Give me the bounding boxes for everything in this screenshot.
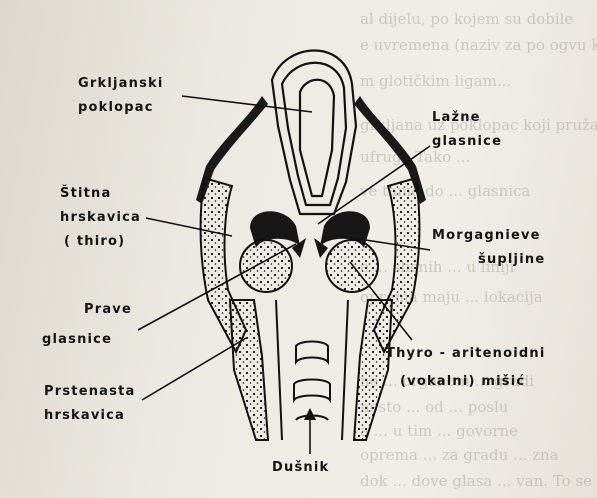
label-line: Dušnik: [272, 460, 329, 476]
label-thyroid-cartilage: Štitna hrskavica ( thiro): [60, 186, 141, 250]
label-morgagni-ventricles: Morgagnieve šupljine: [432, 228, 545, 268]
label-line: Grkljanski: [78, 76, 164, 92]
label-line: hrskavica: [44, 408, 135, 424]
label-false-vocal-cords: Lažne glasnice: [432, 110, 502, 150]
thyroarytenoid-muscle-right: [326, 240, 378, 292]
label-line: poklopac: [78, 100, 164, 116]
label-cricoid-cartilage: Prstenasta hrskavica: [44, 384, 135, 424]
leader-epiglottis: [182, 96, 312, 112]
label-line: hrskavica: [60, 210, 141, 226]
leader-cricoid: [142, 338, 246, 400]
trachea-ring: [294, 380, 330, 401]
label-trachea: Dušnik: [272, 460, 329, 476]
label-line: Štitna: [60, 186, 141, 202]
label-line: Prstenasta: [44, 384, 135, 400]
label-line: glasnice: [432, 134, 502, 150]
cricoid-cartilage-left: [230, 300, 268, 440]
label-line: ( thiro): [64, 234, 141, 250]
label-line: Morgagnieve: [432, 228, 545, 244]
label-line: šupljine: [478, 252, 545, 268]
label-line: Lažne: [432, 110, 502, 126]
label-line: Prave: [84, 302, 132, 318]
epiglottis-outline: [272, 51, 356, 215]
label-epiglottis: Grkljanski poklopac: [78, 76, 164, 116]
arrow-tip-trachea: [304, 408, 316, 420]
label-thyroarytenoid-muscle: Thyro - aritenoidni (vokalni) mišić: [386, 346, 546, 390]
label-line: glasnice: [42, 332, 132, 348]
thyroarytenoid-muscle-left: [240, 240, 292, 292]
label-line: (vokalni) mišić: [400, 374, 546, 390]
trachea-ring: [296, 342, 328, 363]
label-true-vocal-cords: Prave glasnice: [84, 302, 132, 348]
label-line: Thyro - aritenoidni: [386, 346, 546, 362]
laryngeal-cavity: [300, 80, 334, 196]
